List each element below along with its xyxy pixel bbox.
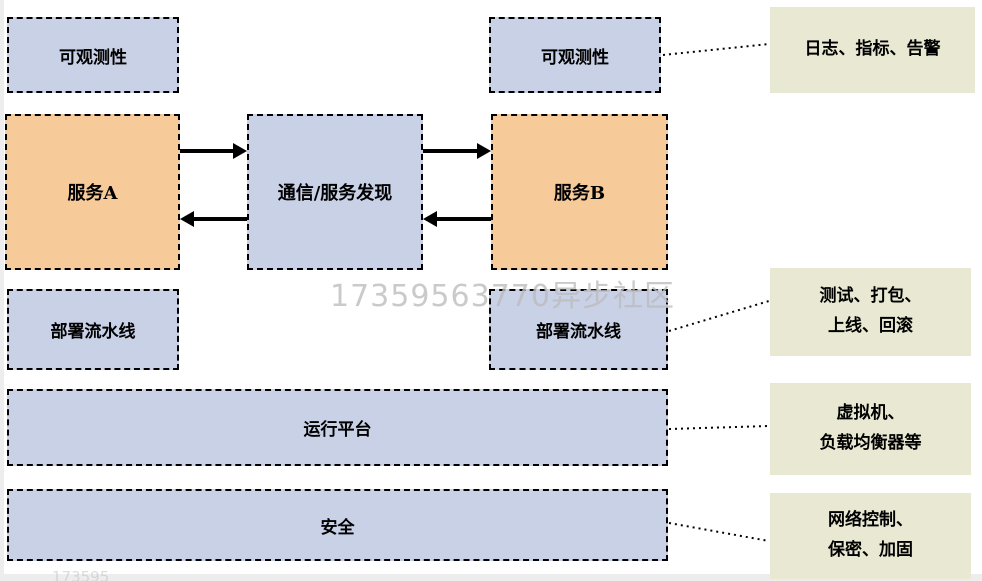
box-pipeline-right-label: 部署流水线 (536, 322, 621, 342)
arrow-service-a-to-discovery (180, 143, 247, 159)
box-communication-discovery-label: 通信/服务发现 (277, 183, 393, 204)
watermark: 17359563770异步社区 (330, 279, 675, 314)
box-observability-left: 可观测性 (7, 17, 179, 93)
box-pipeline-right: 部署流水线 (489, 289, 668, 370)
dotted-connector-platform (668, 425, 770, 430)
dotted-connector-pipeline (668, 300, 770, 332)
page-edge-left (0, 0, 4, 581)
annotation-vm-loadbalancer-label: 虚拟机、 负载均衡器等 (819, 403, 922, 453)
box-service-b: 服务B (491, 114, 668, 270)
box-security-label: 安全 (320, 517, 355, 538)
box-platform-label: 运行平台 (303, 420, 372, 440)
page-edge-bottom (0, 574, 982, 581)
box-observability-right-label: 可观测性 (541, 47, 609, 68)
arrow-shaft (423, 149, 478, 153)
annotation-test-package-release-rollback: 测试、打包、 上线、回滚 (770, 268, 971, 356)
arrow-shaft (193, 217, 247, 221)
box-security: 安全 (7, 489, 668, 561)
dotted-connector-security (668, 522, 770, 542)
arrow-head-right (477, 143, 491, 159)
arrow-shaft (180, 149, 234, 153)
box-service-a: 服务A (5, 114, 180, 270)
box-communication-discovery: 通信/服务发现 (247, 114, 423, 270)
arrow-service-b-to-discovery (423, 211, 491, 227)
box-observability-right: 可观测性 (489, 17, 661, 93)
annotation-network-control-hardening-label: 网络控制、 保密、加固 (828, 510, 913, 560)
annotation-logs-metrics-alerts: 日志、指标、告警 (770, 7, 975, 93)
arrow-discovery-to-service-b (423, 143, 491, 159)
annotation-test-package-release-rollback-label: 测试、打包、 上线、回滚 (819, 286, 922, 336)
arrow-discovery-to-service-a (180, 211, 247, 227)
dotted-connector-observability (662, 43, 770, 56)
box-platform: 运行平台 (7, 389, 668, 466)
box-service-a-label: 服务A (67, 183, 118, 204)
annotation-logs-metrics-alerts-label: 日志、指标、告警 (804, 39, 941, 60)
watermark-fragment: 17359563770异步社区 (52, 567, 110, 581)
box-pipeline-left-label: 部署流水线 (50, 322, 136, 342)
annotation-vm-loadbalancer: 虚拟机、 负载均衡器等 (770, 383, 971, 475)
box-pipeline-left: 部署流水线 (7, 289, 179, 370)
arrow-head-right (233, 143, 247, 159)
arrow-head-left (180, 211, 194, 227)
box-service-b-label: 服务B (553, 183, 606, 204)
arrow-shaft (436, 217, 491, 221)
box-observability-left-label: 可观测性 (59, 47, 127, 68)
annotation-network-control-hardening: 网络控制、 保密、加固 (770, 493, 971, 579)
arrow-head-left (423, 211, 437, 227)
watermark-fragment-text: 17359563770异步社区 (52, 568, 110, 581)
